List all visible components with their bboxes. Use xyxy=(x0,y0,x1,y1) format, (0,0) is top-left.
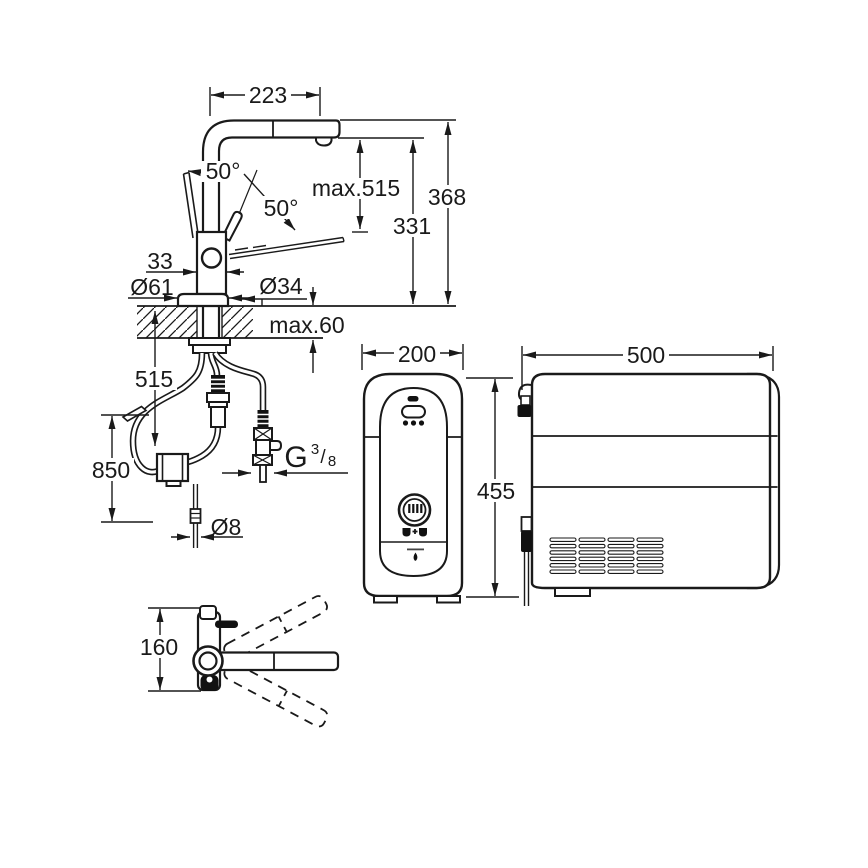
faucet-base xyxy=(176,292,230,308)
co2-hose xyxy=(189,484,202,548)
dim-base-diameter-label: Ø61 xyxy=(130,274,173,300)
cooler-front-foot-left xyxy=(373,595,398,604)
dim-co2-hose-diameter: Ø8 xyxy=(171,514,243,541)
dim-valve-thread: G 3 / 8 xyxy=(222,441,348,477)
brand-logo-icon xyxy=(397,493,432,527)
top-view-base xyxy=(200,675,219,691)
dim-cooler-height: 455 xyxy=(466,377,519,598)
dim-body-width: 33 xyxy=(146,248,244,276)
micro-label xyxy=(407,548,424,551)
handle-position-right xyxy=(228,236,345,260)
dim-cooler-depth: 500 xyxy=(521,342,774,390)
dim-hose-pullout: max.515 xyxy=(310,140,402,233)
dim-valve-thread-den: 8 xyxy=(328,453,336,470)
flow-tag xyxy=(121,405,148,422)
dim-cooler-width-label: 200 xyxy=(398,341,436,367)
cooler-front-foot-right xyxy=(436,595,461,604)
cooler-front-panel xyxy=(379,386,448,578)
dim-filter-hose-label: 850 xyxy=(92,457,130,483)
faucet-button xyxy=(200,247,223,269)
faucet-front-view xyxy=(121,119,456,548)
swivel-arm-down xyxy=(223,661,329,728)
handle-axis-extension xyxy=(238,169,258,215)
dim-base-diameter: Ø61 xyxy=(128,274,254,302)
dim-cooler-height-label: 455 xyxy=(477,478,515,504)
dim-handle-swing-left: 50° xyxy=(187,158,245,184)
check-valve xyxy=(206,375,230,428)
dim-supply-hose: 515 xyxy=(132,311,177,446)
dim-outlet-height-label: 331 xyxy=(393,213,431,239)
counter-hatch-left xyxy=(137,306,197,338)
mounting-washer xyxy=(188,337,231,346)
mousseur-nub xyxy=(315,136,333,147)
droplet-icon xyxy=(413,552,418,561)
dim-body-width-label: 33 xyxy=(147,248,173,274)
mounting-nut xyxy=(192,344,227,354)
faucet-spout xyxy=(201,119,341,232)
cooler-side-body xyxy=(530,372,772,590)
top-view-swivel-inner xyxy=(198,651,218,671)
vent-grille xyxy=(549,537,664,574)
dim-valve-thread-g: G xyxy=(284,441,307,474)
dim-cooler-depth-label: 500 xyxy=(627,342,665,368)
top-view-lever xyxy=(215,620,238,628)
faucet-top-view: 160 xyxy=(136,595,340,728)
handle-recess-icon xyxy=(401,405,426,419)
water-inlet-fitting xyxy=(517,383,532,417)
filter-head xyxy=(155,452,190,487)
dim-handle-swing-left-label: 50° xyxy=(206,158,241,184)
indicator-dot-3 xyxy=(418,420,425,426)
dim-outlet-height: 331 xyxy=(390,140,434,304)
dim-supply-hose-label: 515 xyxy=(135,366,173,392)
dim-valve-thread-slash: / xyxy=(320,447,326,468)
top-view-spout-arm xyxy=(210,651,340,672)
dim-shank-diameter-label: Ø34 xyxy=(259,273,303,299)
faucet-dimensions: 223 50° 50° max.515 331 xyxy=(89,82,469,541)
dim-swivel-depth-label: 160 xyxy=(140,634,178,660)
indicator-dot-2 xyxy=(410,420,417,426)
dim-shank-diameter: Ø34 xyxy=(242,273,307,306)
cooler-side-view: 500 xyxy=(517,342,781,606)
indicator-dot-1 xyxy=(402,420,409,426)
swivel-arm-up xyxy=(223,595,328,661)
dim-deck-thickness-label: max.60 xyxy=(269,312,344,338)
top-view-cartridge xyxy=(199,605,217,620)
dim-cooler-width: 200 xyxy=(361,341,464,370)
co2-slot-icon xyxy=(407,396,419,402)
cooler-front-view: 200 455 xyxy=(361,341,519,604)
dim-valve-thread-num: 3 xyxy=(311,441,319,458)
dim-filter-hose: 850 xyxy=(89,414,153,523)
top-view-base-hole xyxy=(206,676,213,683)
handle-position-left xyxy=(182,171,200,239)
dim-spout-reach-label: 223 xyxy=(249,82,287,108)
cooler-side-foot xyxy=(554,587,591,597)
dim-co2-hose-diameter-label: Ø8 xyxy=(211,514,242,540)
dim-swivel-depth: 160 xyxy=(136,607,201,692)
under-counter-hoses xyxy=(129,351,267,476)
cups-icon xyxy=(402,528,427,537)
dim-hose-pullout-label: max.515 xyxy=(312,175,400,201)
angle-valve xyxy=(252,410,283,483)
dim-spout-reach: 223 xyxy=(209,82,321,116)
counter-hatch-right xyxy=(222,306,253,338)
dim-overall-height: 368 xyxy=(425,122,469,304)
dim-overall-height-label: 368 xyxy=(428,184,466,210)
dim-handle-swing-right: 50° xyxy=(243,173,304,231)
power-cable xyxy=(520,516,533,606)
dim-deck-thickness: max.60 xyxy=(269,287,345,373)
countertop xyxy=(137,305,456,339)
dim-handle-swing-right-label: 50° xyxy=(264,195,299,221)
